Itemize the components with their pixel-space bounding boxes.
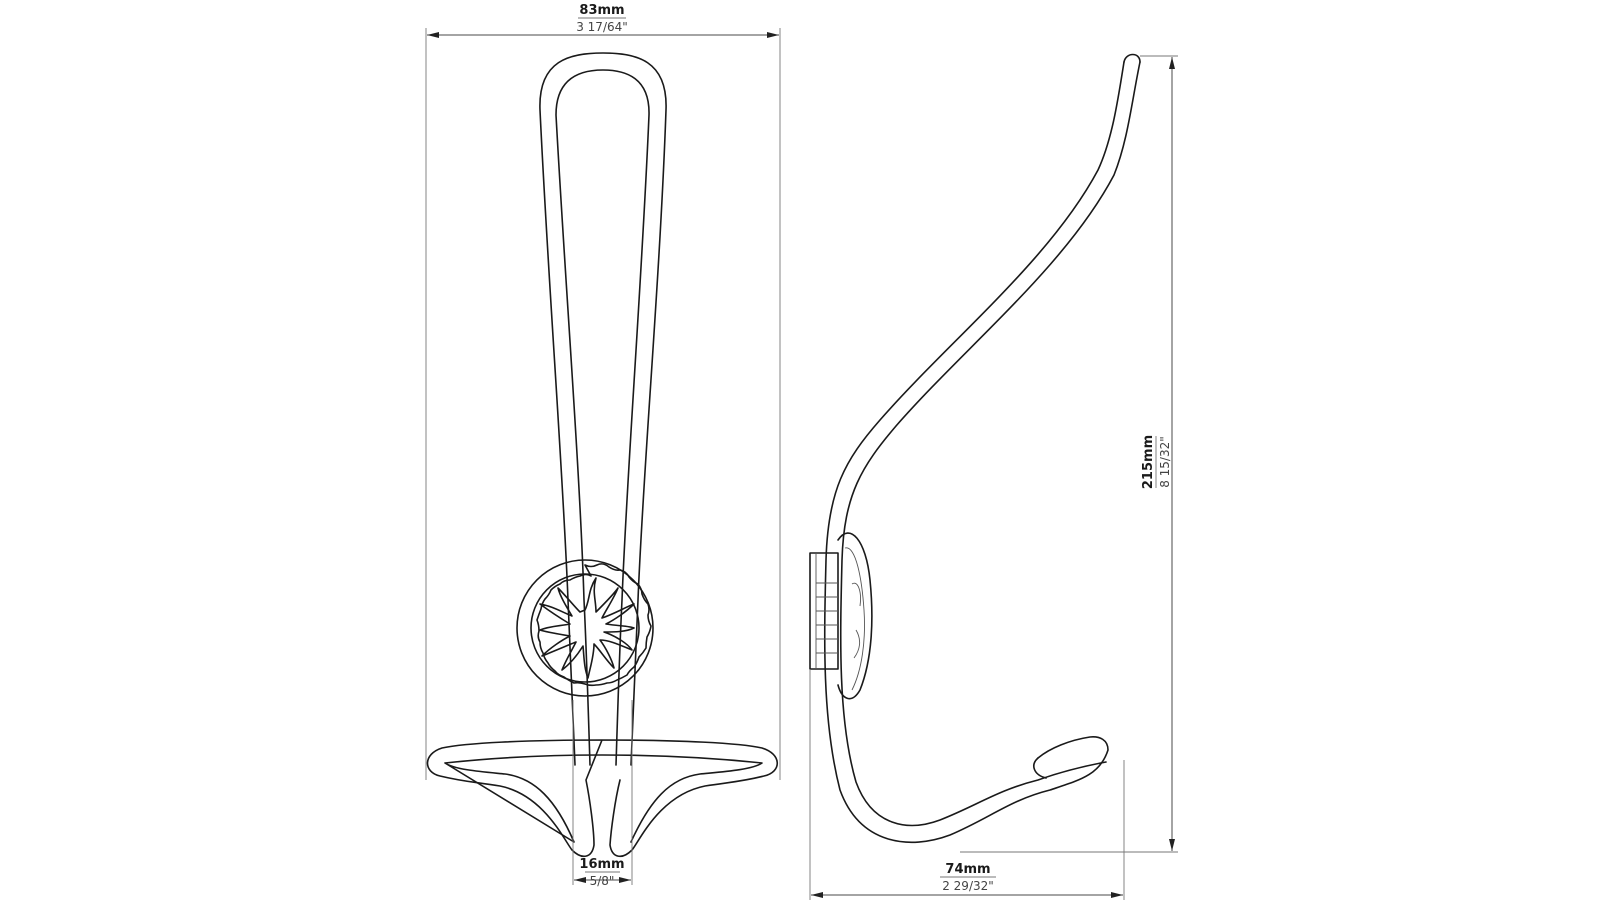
hook-loop-inner <box>555 69 650 766</box>
side-view: 215mm 8 15/32" 74mm 2 29/32" <box>809 53 1178 900</box>
spacing-inch-label: 5/8" <box>590 874 615 888</box>
rosette-profile-detail <box>844 547 865 691</box>
projection-mm-label: 74mm <box>945 862 990 877</box>
wavy-ring-outer <box>536 563 652 687</box>
hook-base-outer <box>426 739 779 858</box>
hook-profile-inner <box>839 61 1141 827</box>
hook-tip-cap <box>1123 53 1141 63</box>
hook-profile-outer <box>823 61 1125 844</box>
rosette-profile <box>837 532 873 700</box>
mounting-plate-grooves <box>815 553 838 669</box>
hook-loop-outer <box>539 52 667 766</box>
hook-base-inner <box>444 754 763 843</box>
sun-star-icon <box>539 577 635 679</box>
height-inch-label: 8 15/32" <box>1158 436 1172 488</box>
height-mm-label: 215mm <box>1141 435 1156 489</box>
rosette-ornament <box>516 559 654 697</box>
hook-bottom-curl <box>1033 757 1047 779</box>
projection-inch-label: 2 29/32" <box>942 879 994 893</box>
width-mm-label: 83mm <box>579 3 624 18</box>
spacing-mm-label: 16mm <box>579 857 624 872</box>
front-view: 83mm 3 17/64" 16mm 5/8" <box>425 3 781 888</box>
width-inch-label: 3 17/64" <box>576 20 628 34</box>
